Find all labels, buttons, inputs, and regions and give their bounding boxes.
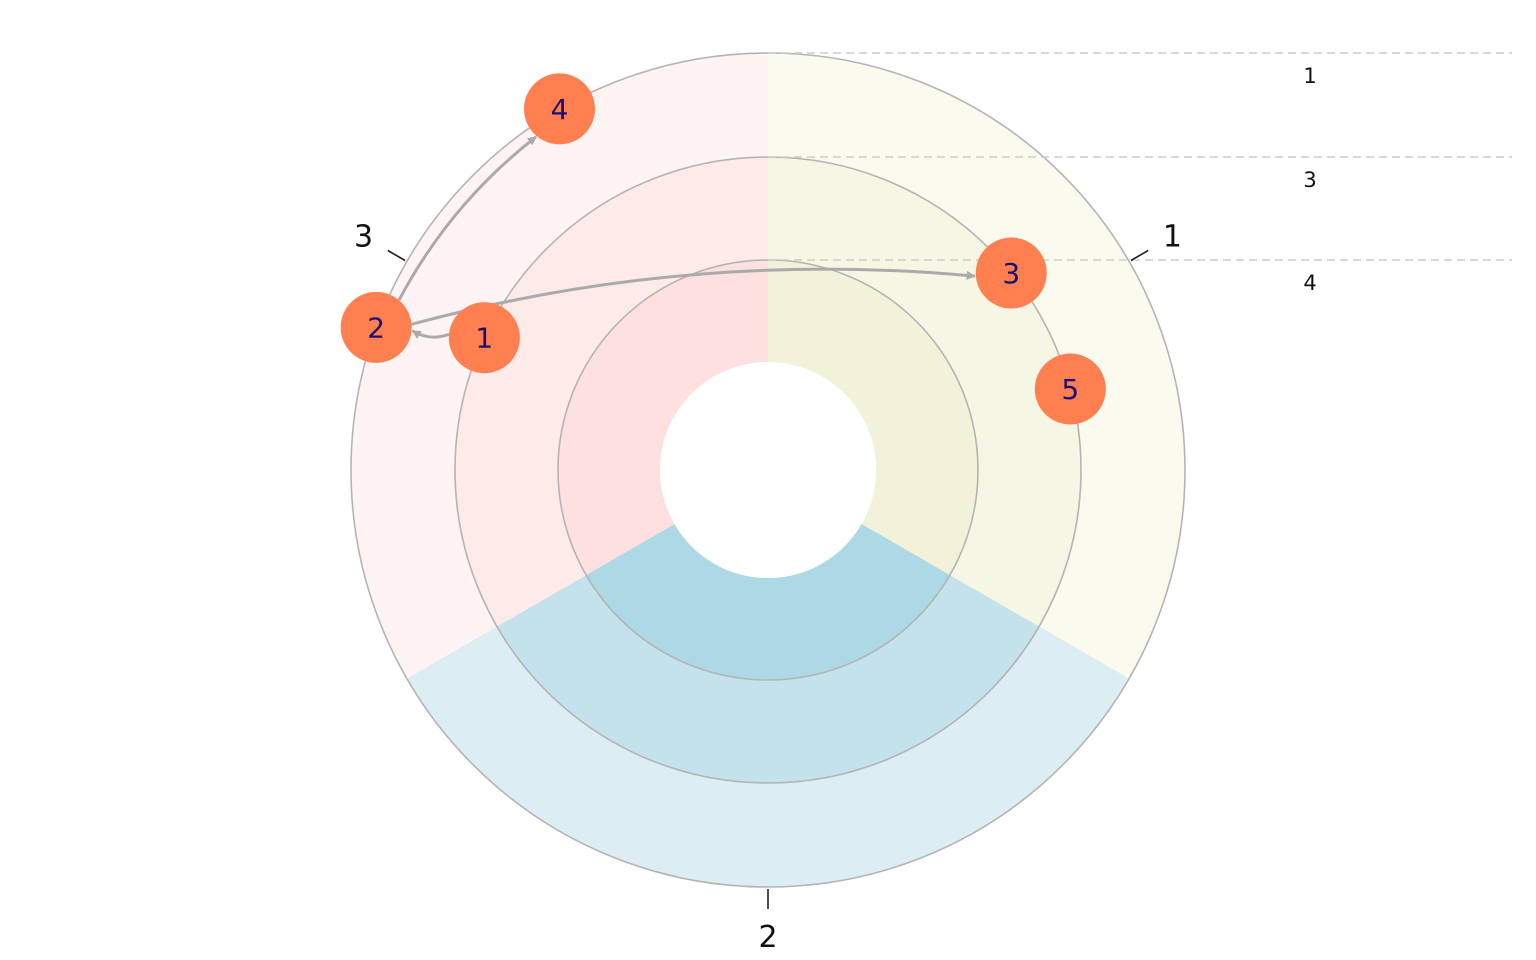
sector-wedges	[351, 53, 1185, 887]
center-hole	[660, 362, 876, 578]
level-label: 1	[1303, 64, 1316, 88]
sector-ticks: 1 2 3	[354, 220, 1182, 956]
node-3[interactable]	[975, 237, 1047, 309]
sector-label: 2	[758, 920, 777, 955]
level-guides: 4 3 1	[768, 52, 1512, 295]
sector-1-band-1	[768, 260, 978, 575]
node-label: 2	[367, 311, 385, 344]
nodes: 1 2 3 4 5	[340, 73, 1106, 425]
node-2[interactable]	[340, 291, 412, 363]
sector-3-band-1	[557, 260, 768, 575]
sector-1-band-3	[768, 53, 1185, 679]
sector-3-band-3	[351, 53, 768, 679]
node-label: 1	[475, 322, 493, 355]
node-4[interactable]	[524, 73, 595, 145]
sector-2-band-1	[586, 524, 950, 681]
sector-tick	[1130, 249, 1149, 262]
sector-2-band-3	[406, 626, 1130, 887]
edge-2-to-4	[397, 135, 537, 301]
center-hole-disc	[660, 362, 876, 578]
level-label: 4	[1303, 271, 1316, 295]
sector-tick	[387, 249, 406, 262]
sector-label: 3	[354, 220, 373, 255]
node-label: 4	[551, 93, 569, 126]
node-label: 5	[1061, 373, 1079, 406]
sector-label: 1	[1163, 220, 1182, 255]
edge-1-to-2	[411, 329, 450, 339]
level-label: 3	[1303, 168, 1316, 192]
node-5[interactable]	[1034, 353, 1106, 425]
node-1[interactable]	[448, 302, 520, 374]
sector-2-band-2	[496, 575, 1040, 783]
node-label: 3	[1002, 257, 1020, 290]
